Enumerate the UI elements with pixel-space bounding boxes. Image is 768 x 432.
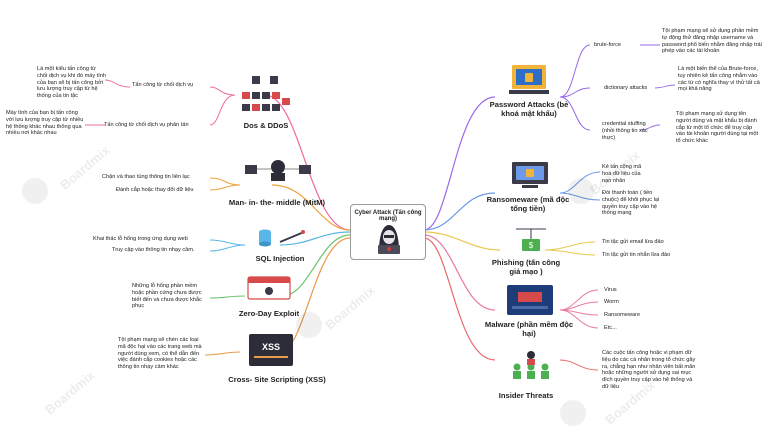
- database-injection-icon: [259, 229, 305, 247]
- password-item[interactable]: brute-force: [594, 42, 622, 48]
- xss-screen-icon: XSS: [249, 334, 293, 366]
- malware-item[interactable]: Ransomeware: [604, 312, 641, 318]
- phishing-item[interactable]: Tin tặc gửi email lừa đảo: [602, 239, 664, 245]
- sql-sub-line: [209, 239, 246, 246]
- password-laptop-icon: [509, 65, 549, 94]
- malware-item[interactable]: Virus: [604, 287, 617, 293]
- password-note: Tội phạm mạng sử dụng tên người dùng và …: [676, 111, 759, 145]
- sql-sub-line: [209, 244, 246, 252]
- ransomware-sub-line: [559, 171, 601, 194]
- password-note: Tội phạm mạng sẽ sử dụng phần mềm tự độn…: [662, 28, 762, 55]
- malware-sub-line: [559, 309, 599, 329]
- dos-sub-line: [209, 86, 236, 96]
- password-sub-line: [559, 44, 591, 98]
- sql-item[interactable]: Truy cập vào thông tin nhạy cảm.: [112, 247, 195, 253]
- ransomware-item[interactable]: Kẻ tấn công mã hoá dữ liệu của nạn nhân: [602, 164, 642, 184]
- malware-item[interactable]: Worm: [604, 299, 619, 305]
- watermark-logo: [296, 312, 322, 338]
- mitm-icon: [245, 160, 311, 181]
- center-node[interactable]: Cyber Attack (Tấn công mạng): [350, 204, 426, 260]
- svg-text:XSS: XSS: [262, 342, 280, 352]
- ransomware-title[interactable]: Ransomeware (mã độc tống tiền): [486, 195, 570, 214]
- password-sub-line: [559, 87, 591, 98]
- mitm-sub-line: [209, 177, 241, 186]
- dos-note: Máy tính của bạn bị tấn công với lưu lượ…: [6, 110, 84, 137]
- sql-title[interactable]: SQL Injection: [255, 254, 305, 263]
- center-title: Cyber Attack (Tấn công mạng): [354, 210, 422, 222]
- xss-sub-line: [204, 351, 241, 356]
- branch-line-sql: [279, 231, 351, 246]
- malware-item[interactable]: Etc...: [604, 325, 617, 331]
- mitm-item[interactable]: Chặn và thao túng thông tin liên lạc: [102, 174, 190, 180]
- branch-line-ransomware: [423, 192, 496, 231]
- dos-title[interactable]: Dos & DDoS: [243, 121, 289, 130]
- password-title[interactable]: Password Attacks (bẻ khoá mật khẩu): [489, 100, 569, 119]
- branch-line-insider: [423, 237, 496, 361]
- watermark-logo: [560, 400, 586, 426]
- malware-title[interactable]: Malware (phần mềm độc hại): [484, 320, 574, 339]
- mitm-title[interactable]: Man- in- the- middle (MitM): [228, 198, 326, 207]
- ransomware-item[interactable]: Đòi thanh toán ( tiền chuộc) để khôi phụ…: [602, 190, 660, 217]
- watermark-logo: [22, 178, 48, 204]
- password-sub-line: [559, 96, 591, 131]
- dos-note: Là một kiểu tấn công từ chối dịch vụ khi…: [37, 66, 107, 100]
- phishing-title[interactable]: Phishing (tấn công giả mạo ): [491, 258, 561, 277]
- xss-note: Tội phạm mạng sẽ chèn các loại mã độc hạ…: [118, 337, 202, 371]
- branch-line-password: [423, 96, 496, 231]
- dos-item[interactable]: Tấn công từ chối dịch vụ phân tán: [104, 122, 189, 128]
- branch-line-phishing: [423, 231, 501, 251]
- dos-item[interactable]: Tấn công từ chối dịch vụ: [132, 82, 194, 88]
- ransomware-sub-line: [559, 192, 601, 201]
- phishing-sub-line: [544, 249, 596, 256]
- xss-title[interactable]: Cross- Site Scripting (XSS): [228, 375, 326, 384]
- insider-sub-line: [559, 359, 599, 371]
- password-note-line: [639, 124, 661, 131]
- zeroday-title[interactable]: Zero-Day Exploit: [238, 309, 300, 318]
- malware-sub-line: [559, 289, 599, 311]
- calendar-bug-icon: [247, 276, 291, 300]
- malware-screen-icon: [507, 285, 553, 315]
- branch-line-malware: [423, 234, 496, 311]
- zeroday-sub-line: [209, 295, 246, 299]
- people-group-icon: [513, 351, 549, 379]
- phishing-sub-line: [544, 241, 596, 251]
- insider-title[interactable]: Insider Threats: [498, 391, 554, 400]
- branch-line-mitm: [271, 184, 351, 231]
- password-note-line: [654, 84, 676, 89]
- hacker-icon: [378, 225, 400, 254]
- password-item[interactable]: credential stuffing (nhồi thông tin xác …: [602, 121, 648, 141]
- mitm-sub-line: [209, 184, 241, 191]
- insider-note: Các cuộc tấn công hoặc vi phạm dữ liệu d…: [602, 350, 696, 391]
- password-item[interactable]: dictionary attacks: [604, 85, 648, 91]
- zeroday-note: Những lỗ hổng phần mềm hoặc phần cứng ch…: [132, 283, 202, 310]
- servers-icon: [242, 76, 290, 111]
- phishing-hook-icon: $: [516, 228, 546, 251]
- branch-line-dos: [264, 94, 351, 231]
- sql-item[interactable]: Khai thác lỗ hổng trong ứng dụng web: [93, 236, 188, 242]
- ransomware-icon: [512, 162, 548, 188]
- svg-text:$: $: [529, 241, 534, 250]
- password-note: Là một biến thể của Brute-force, tuy nhi…: [678, 66, 760, 93]
- watermark-logo: [568, 178, 594, 204]
- mitm-item[interactable]: Đánh cắp hoặc thay đổi dữ liệu: [116, 187, 194, 193]
- phishing-item[interactable]: Tin tặc gửi tin nhắn lừa đảo: [602, 252, 671, 258]
- dos-sub-line: [209, 94, 236, 126]
- dos-note-line: [104, 79, 131, 88]
